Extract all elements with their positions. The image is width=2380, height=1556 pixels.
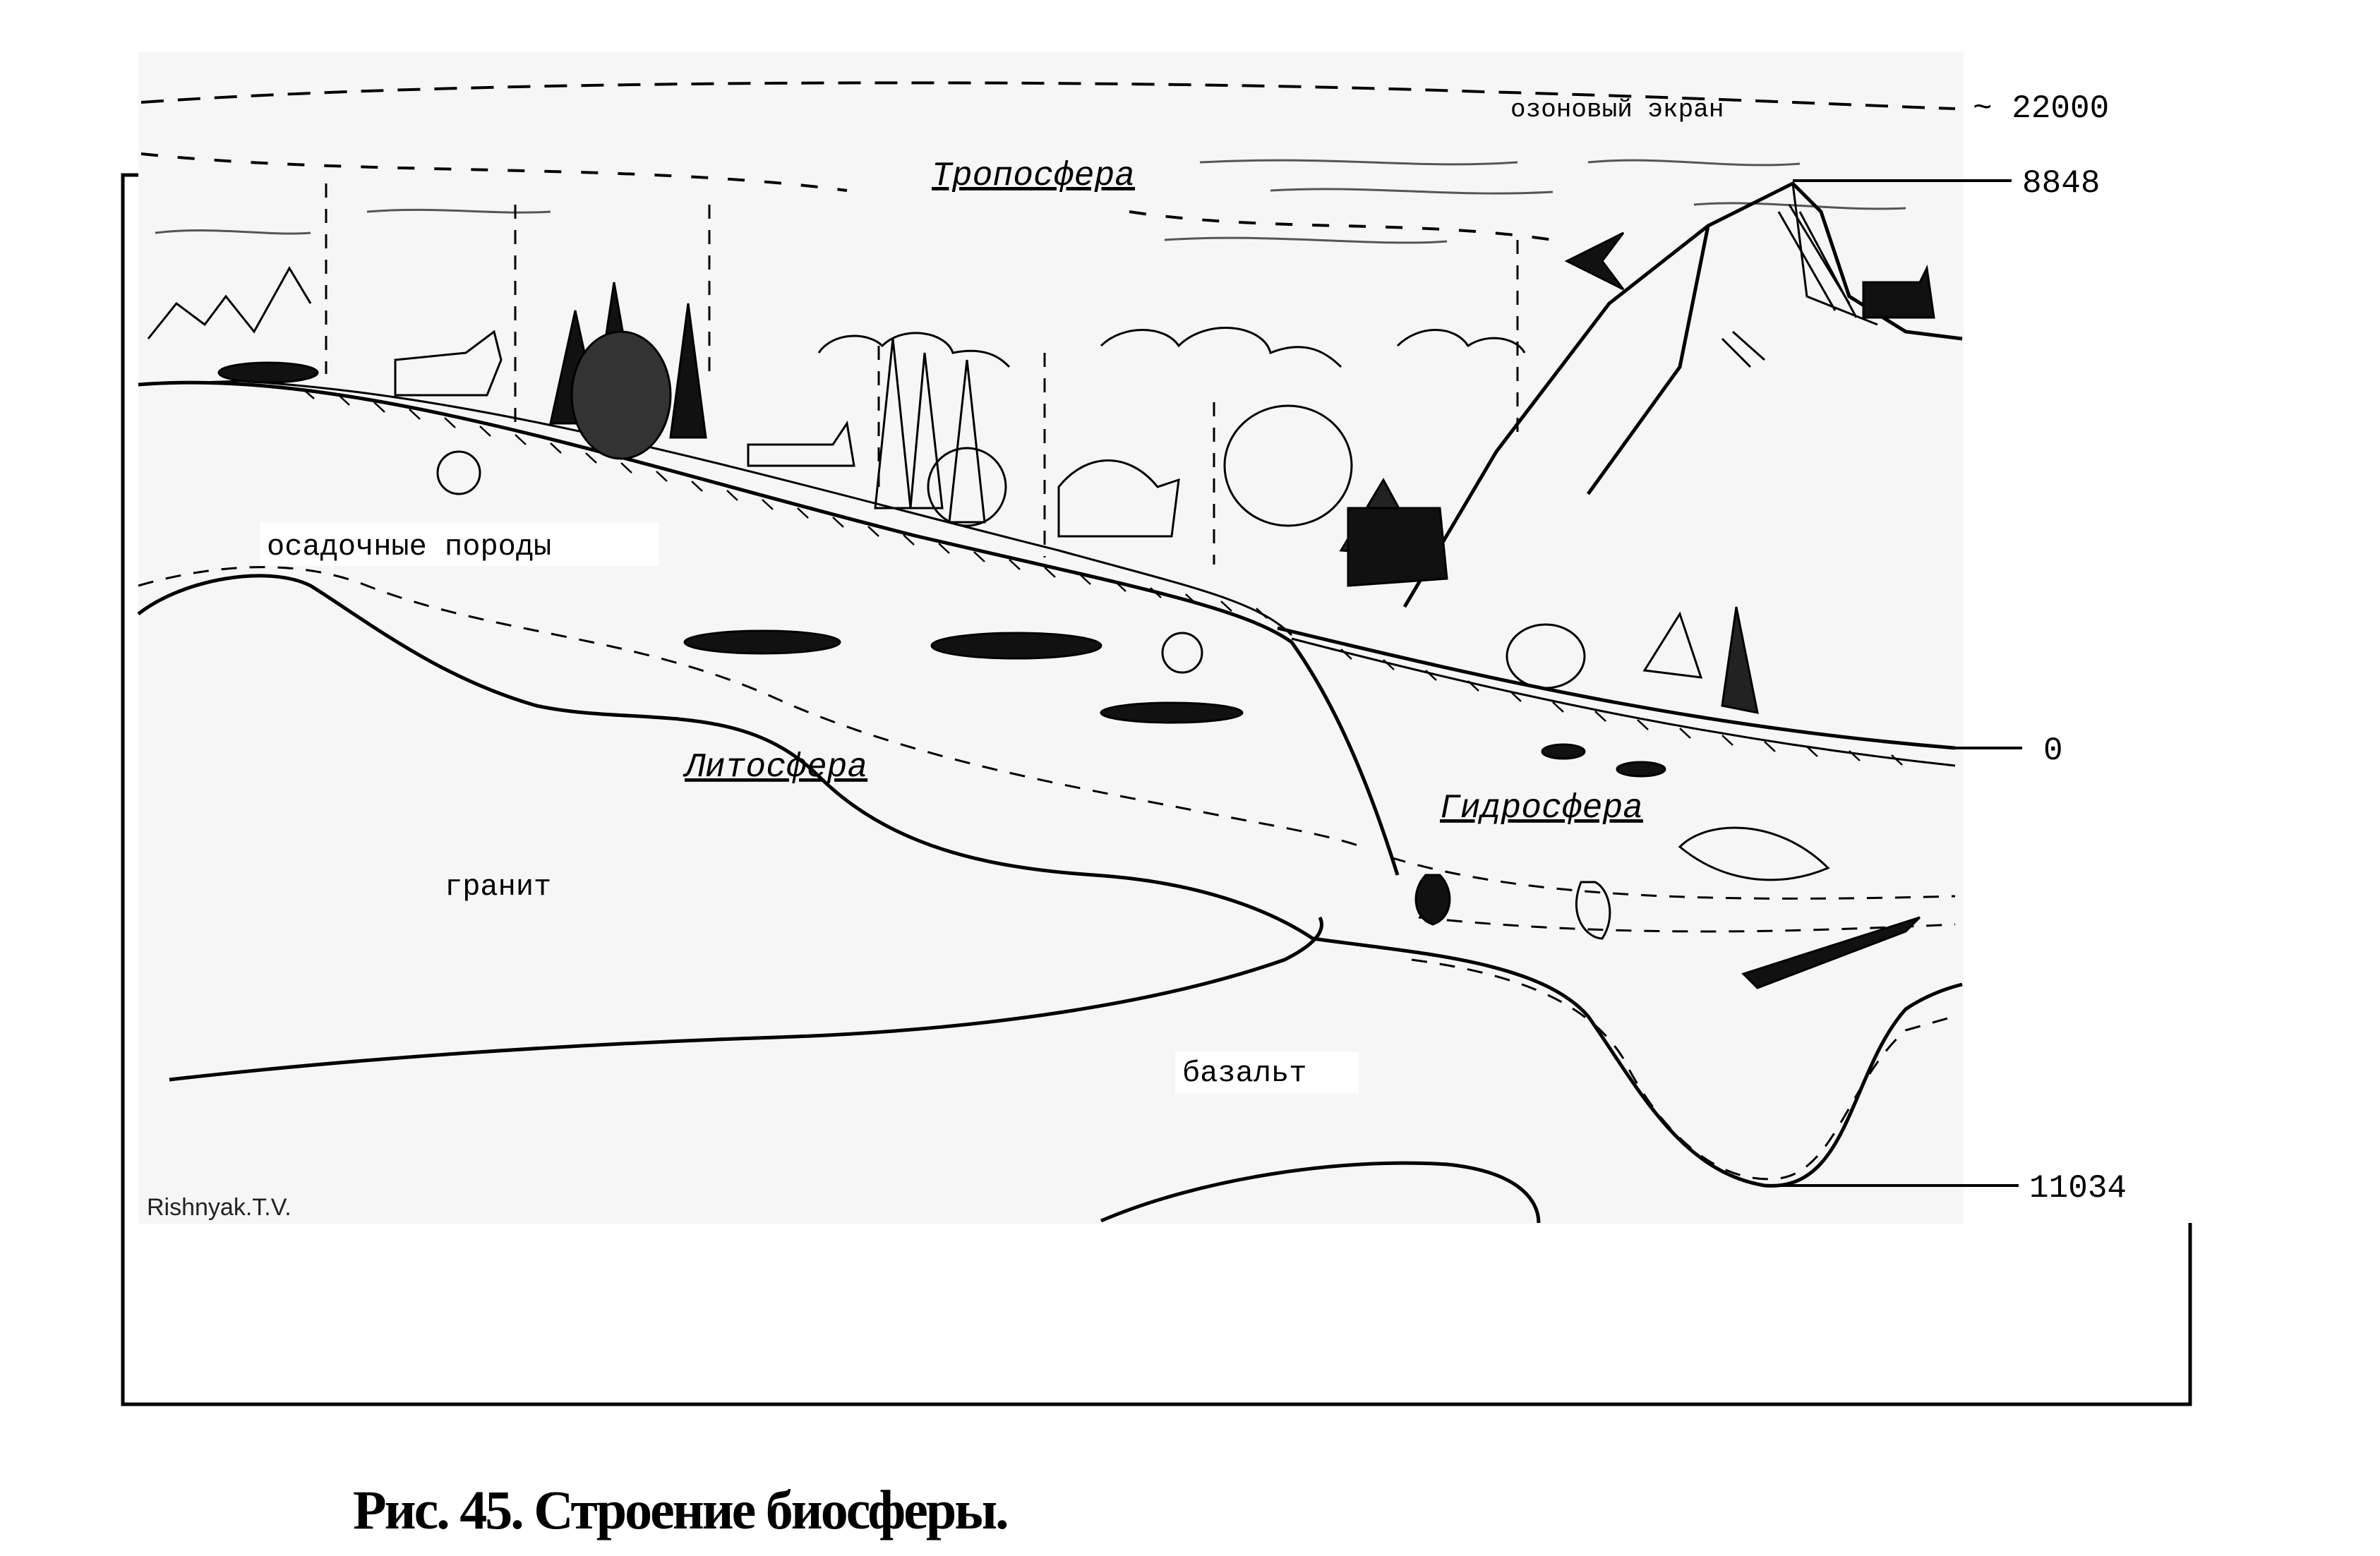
deer-icon <box>394 330 503 397</box>
fish-icon <box>1678 826 1830 881</box>
granite-boundary <box>137 574 1541 1224</box>
hydrosphere-label: Гидросфера <box>1440 790 1643 828</box>
land-profile <box>138 380 1956 876</box>
peacock-icon <box>927 447 1007 527</box>
fossil-fish-icon <box>683 629 841 655</box>
sky-streaks <box>155 159 1906 244</box>
animals <box>217 231 1935 989</box>
signature: Rishnyak.T.V. <box>147 1194 292 1221</box>
ammonite-2-icon <box>1161 632 1203 674</box>
altitude-22000: ~ 22000 <box>1973 90 2109 127</box>
goat-icon <box>747 421 855 467</box>
lithosphere-label: Литосфера <box>683 749 867 787</box>
leader-lines <box>1779 179 2022 1187</box>
seal-icon <box>217 361 319 384</box>
ozone-label: озоновый экран <box>1510 95 1724 124</box>
octopus-icon <box>1414 874 1451 926</box>
clouds <box>817 327 1526 368</box>
ozone-layer-lines <box>140 81 1956 241</box>
ammonite-icon <box>436 450 481 495</box>
vertical-dashed-lines <box>325 183 1519 565</box>
camel-icon <box>1057 459 1180 538</box>
elephant-icon <box>1347 507 1448 587</box>
basalt-label: базальт <box>1182 1056 1306 1090</box>
granite-label: гранит <box>445 870 551 904</box>
fossil-fish-3-icon <box>1100 701 1244 724</box>
small-fish-icon <box>1541 743 1586 760</box>
basalt-label-bg <box>1175 1051 1359 1094</box>
small-fish-2-icon <box>1616 761 1666 778</box>
troposphere-label: Тропосфера <box>932 157 1135 195</box>
bird-icon <box>1564 231 1625 291</box>
fossil-fish-2-icon <box>930 632 1102 660</box>
altitude-11034: 11034 <box>2029 1170 2127 1207</box>
frame-bracket <box>121 173 2192 1406</box>
figure-caption: Рис. 45. Строение биосферы. <box>353 1479 1009 1540</box>
mountain-goat-icon <box>1862 265 1935 319</box>
ocean-trench <box>1312 936 1963 1188</box>
sedimentary-label: осадочные породы <box>267 530 551 564</box>
sedimentary-hatching <box>303 389 1903 766</box>
labels: озоновый экран Тропосфера осадочные поро… <box>147 90 2127 1221</box>
altitude-8848: 8848 <box>2022 165 2100 202</box>
squid-icon <box>1741 916 1921 989</box>
altitude-0: 0 <box>2043 732 2063 769</box>
small-mountains <box>147 266 312 339</box>
sedimentary-label-bg <box>260 522 659 566</box>
mountain-hatching <box>1721 204 1858 368</box>
seaweed-icon <box>1575 881 1611 940</box>
